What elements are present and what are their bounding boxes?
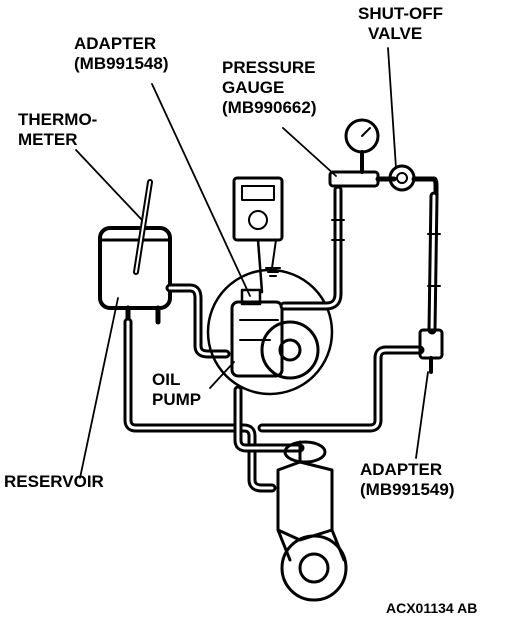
hose-reservoir-to-pump: [165, 283, 231, 359]
pressure-gauge: [344, 118, 380, 174]
label-pressure-gauge-line2: GAUGE: [222, 78, 285, 97]
hose-pump-to-gauge: [279, 185, 345, 311]
label-thermometer: THERMO- METER: [18, 110, 97, 150]
label-adapter-top-code: (MB991548): [74, 54, 169, 73]
label-pressure-gauge-line1: PRESSURE: [222, 58, 316, 77]
label-oil-pump-line1: OIL: [152, 370, 181, 389]
label-reservoir-text: RESERVOIR: [4, 472, 104, 491]
leader-thermometer: [75, 149, 143, 221]
leader-oil-pump: [209, 361, 235, 389]
leader-pressure-gauge: [282, 127, 337, 177]
label-pressure-gauge: PRESSURE GAUGE (MB990662): [222, 58, 317, 118]
hose-pump-to-gear: [233, 345, 425, 453]
tester-meter: [232, 176, 284, 294]
label-adapter-top: ADAPTER (MB991548): [74, 34, 169, 74]
hose-valve-to-adapter: [427, 191, 441, 335]
label-oil-pump-line2: PUMP: [152, 390, 202, 409]
figure-code: ACX01134 AB: [386, 598, 477, 618]
tee-fitting: [328, 170, 397, 188]
label-shut-off-valve: SHUT-OFF VALVE: [358, 4, 443, 44]
leader-lines: [75, 47, 429, 479]
label-thermometer-line2: METER: [18, 130, 78, 149]
label-oil-pump: OIL PUMP: [152, 370, 201, 410]
leader-shut-off-valve: [387, 47, 397, 169]
return-hose: [123, 317, 277, 493]
lower-adapter: [418, 328, 444, 374]
label-reservoir: RESERVOIR: [4, 472, 104, 492]
figure-code-text: ACX01134 AB: [386, 600, 478, 616]
leader-adapter-bottom: [415, 371, 429, 459]
label-adapter-bottom: ADAPTER (MB991549): [360, 460, 455, 500]
label-thermometer-line1: THERMO-: [18, 110, 98, 129]
label-pressure-gauge-code: (MB990662): [222, 98, 317, 117]
oil-pump: [206, 268, 334, 396]
label-adapter-top-line1: ADAPTER: [74, 34, 157, 53]
label-adapter-bottom-line1: ADAPTER: [360, 460, 443, 479]
reservoir: [98, 226, 172, 325]
leader-adapter-top: [151, 83, 251, 297]
label-shut-off-valve-line2: VALVE: [368, 24, 423, 43]
shut-off-valve: [388, 164, 439, 199]
leader-reservoir: [79, 297, 119, 479]
label-adapter-bottom-code: (MB991549): [360, 480, 455, 499]
label-shut-off-valve-line1: SHUT-OFF: [358, 4, 443, 23]
thermometer: [133, 179, 153, 275]
steering-gear-box: [276, 440, 348, 602]
